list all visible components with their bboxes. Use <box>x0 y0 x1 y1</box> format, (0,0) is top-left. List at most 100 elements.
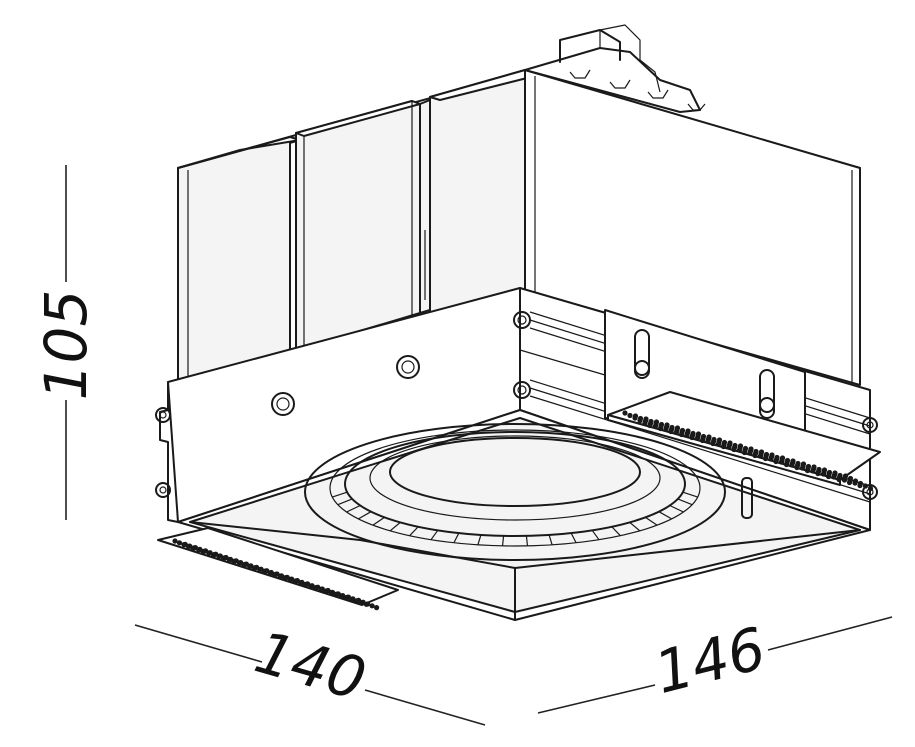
perforation-hole <box>622 410 628 416</box>
reflector-fin <box>477 534 482 545</box>
perforation-hole <box>862 483 869 489</box>
perforation-hole <box>217 553 223 559</box>
width-left-label: 140 <box>248 618 373 714</box>
perforation-hole <box>356 597 362 604</box>
perforation-hole <box>674 425 681 431</box>
trim-inner-outline <box>189 521 861 569</box>
perforation-hole <box>774 454 780 461</box>
perforation-hole <box>258 566 264 572</box>
width-right-dim-line-b <box>767 616 893 651</box>
perforated-plate-right-edge <box>607 414 841 486</box>
rail-line <box>519 349 606 376</box>
perforation-hole <box>716 437 723 443</box>
perforation-hole <box>867 485 874 492</box>
width-right-dimension: 146 <box>537 614 893 714</box>
reflector-fin <box>525 535 529 546</box>
housing-main-left-face <box>429 69 526 316</box>
perforation-hole <box>837 472 843 479</box>
driver-housing <box>177 24 861 386</box>
terminal-slot-4 <box>687 103 706 111</box>
housing-box-2-front <box>295 100 421 351</box>
screw-icon <box>155 482 171 498</box>
perforation-hole <box>821 467 828 473</box>
perforation-hole <box>254 564 260 571</box>
perforation-hole <box>345 594 351 600</box>
reflector-fin <box>332 491 348 498</box>
perforation-hole <box>284 574 290 580</box>
terminal-block <box>524 47 701 113</box>
perforation-hole <box>243 561 249 567</box>
trim-ring <box>177 409 871 621</box>
perforation-hole <box>737 443 744 449</box>
perforation-holes <box>622 410 874 492</box>
perforation-hole <box>299 579 305 586</box>
perforation-hole <box>732 442 738 449</box>
perforation-hole <box>278 573 285 579</box>
terminal-block-detail <box>599 24 661 93</box>
reflector-fin <box>591 529 600 541</box>
perforation-hole <box>329 589 336 595</box>
perforation-hole <box>669 424 675 431</box>
perforation-hole <box>203 548 209 554</box>
lamp-lens <box>389 437 641 507</box>
perforation-hole <box>758 449 765 455</box>
perforation-hole <box>832 470 838 476</box>
perforation-hole <box>727 440 733 446</box>
reflector-fin <box>409 526 419 537</box>
perforation-hole <box>653 419 660 425</box>
perforation-hole <box>274 571 280 577</box>
reflector-fin <box>682 491 698 498</box>
perforation-hole <box>305 581 311 587</box>
perforation-hole <box>637 415 644 422</box>
housing-main-right-face <box>524 69 861 386</box>
perforation-hole <box>238 560 244 566</box>
perforation-hole <box>176 540 183 546</box>
perforation-hole <box>289 576 295 582</box>
perforation-hole <box>197 546 203 553</box>
perforation-hole <box>335 591 341 597</box>
perforation-hole <box>643 416 649 422</box>
reflector-outer <box>304 423 726 561</box>
mounting-bracket <box>604 309 881 492</box>
perforation-hole <box>763 451 770 458</box>
reflector-fin <box>548 534 553 545</box>
perforation-hole <box>784 457 791 464</box>
screw-icon <box>513 311 531 329</box>
perforation-hole <box>800 461 807 467</box>
perforation-hole <box>172 538 178 544</box>
perforation-hole <box>227 556 234 562</box>
screw-icon <box>155 407 171 423</box>
reflector-fin <box>358 511 372 520</box>
reflector-fin <box>669 504 684 513</box>
perforation-hole <box>679 427 686 434</box>
screw-icon <box>634 360 650 376</box>
screw-icon <box>759 397 775 413</box>
perforation-hole <box>695 431 702 437</box>
perforation-hole <box>192 545 198 551</box>
perforation-hole <box>721 439 728 446</box>
screw-icon <box>513 381 531 399</box>
perforation-hole <box>350 596 356 602</box>
perforation-hole <box>779 455 786 461</box>
perforation-hole <box>325 587 331 594</box>
width-left-dim-line-b <box>364 689 486 726</box>
rail-line <box>529 395 871 503</box>
perforation-hole <box>690 430 696 437</box>
reflector-fin <box>453 532 460 544</box>
reflector-ring-3 <box>369 435 661 521</box>
terminal-slot-2 <box>609 79 631 89</box>
width-left-dim-line-a <box>134 624 263 663</box>
perforation-hole <box>847 475 854 482</box>
perforation-hole <box>248 563 254 569</box>
reflector-fin <box>658 511 672 520</box>
terminal-slot-3 <box>647 89 669 99</box>
perforation-hole <box>685 428 691 434</box>
bracket-slot <box>759 369 775 419</box>
perforation-hole <box>207 550 213 556</box>
reflector-fin <box>372 516 385 526</box>
perforation-hole <box>664 422 670 428</box>
perforation-hole <box>700 433 707 440</box>
bracket-stem <box>741 477 753 519</box>
perforation-hole <box>826 469 833 476</box>
perforation-hole <box>213 551 219 557</box>
